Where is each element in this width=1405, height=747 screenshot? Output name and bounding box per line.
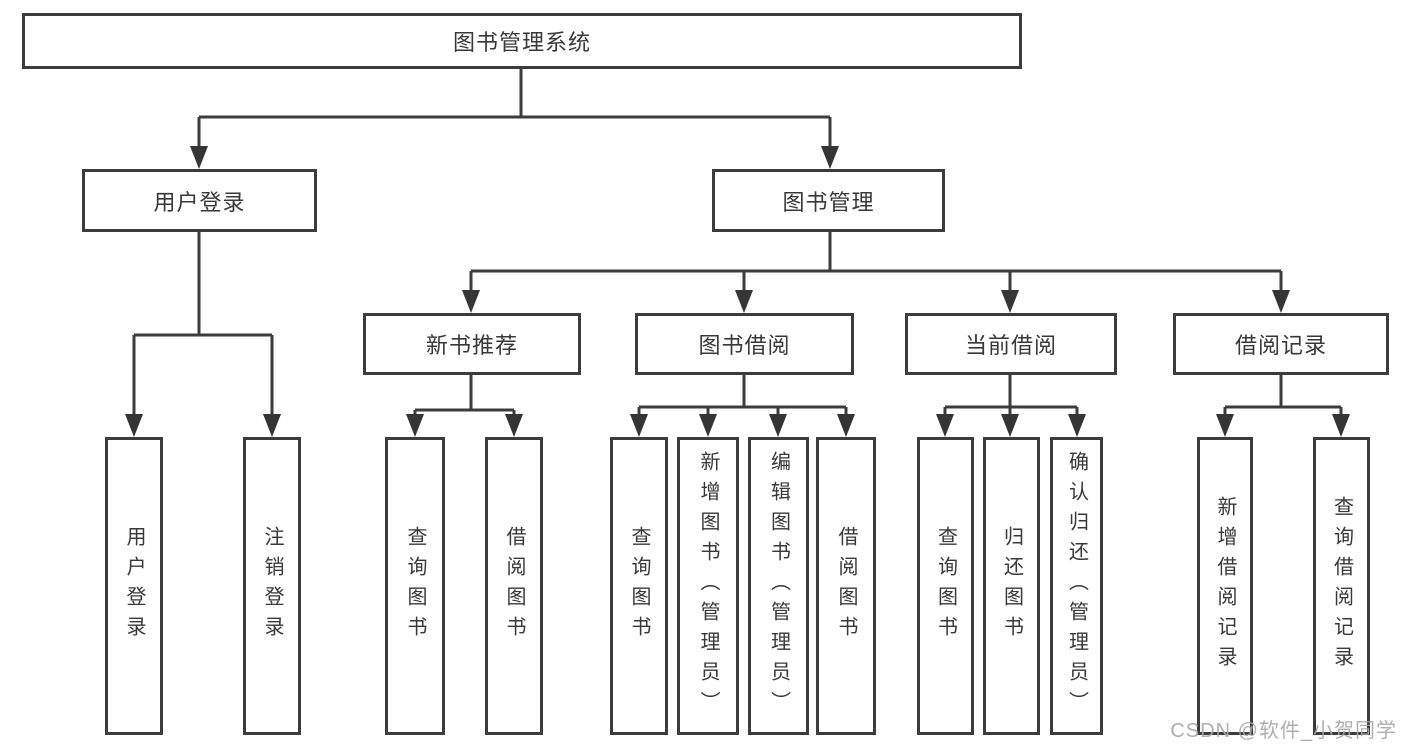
- leaf-add-books-admin: 新增图书（管理员）: [677, 437, 739, 735]
- leaf-return-books: 归还图书: [983, 437, 1040, 735]
- leaf-label: 确认归还（管理员）: [1065, 451, 1088, 721]
- leaf-label: 查询图书: [404, 526, 426, 646]
- node-label: 当前借阅: [964, 333, 1057, 358]
- node-book-management: 图书管理: [712, 169, 945, 232]
- leaf-label: 查询图书: [934, 526, 957, 646]
- leaf-label: 查询借阅记录: [1330, 496, 1353, 676]
- leaf-borrow-books-recommend: 借阅图书: [485, 437, 543, 735]
- node-label: 新书推荐: [425, 333, 518, 358]
- leaf-edit-books-admin: 编辑图书（管理员）: [748, 437, 809, 735]
- leaf-add-borrow-record: 新增借阅记录: [1197, 437, 1253, 735]
- node-label: 借阅记录: [1234, 333, 1327, 358]
- node-current-borrowing: 当前借阅: [905, 313, 1117, 375]
- watermark: CSDN @软件_小贺同学: [1170, 720, 1397, 742]
- leaf-borrow-books: 借阅图书: [816, 437, 876, 735]
- leaf-label: 归还图书: [1000, 526, 1023, 646]
- leaf-logout: 注销登录: [243, 437, 301, 735]
- node-label: 图书借阅: [698, 333, 791, 358]
- leaf-label: 编辑图书（管理员）: [767, 451, 790, 721]
- leaf-label: 查询图书: [628, 526, 650, 646]
- node-user-login: 用户登录: [82, 169, 317, 232]
- leaf-query-books-borrowing: 查询图书: [610, 437, 668, 735]
- leaf-confirm-return-admin: 确认归还（管理员）: [1050, 437, 1103, 735]
- leaf-query-borrow-record: 查询借阅记录: [1313, 437, 1370, 735]
- node-book-borrowing: 图书借阅: [635, 313, 854, 375]
- node-new-book-recommend: 新书推荐: [363, 313, 581, 375]
- node-label: 图书管理: [782, 189, 875, 215]
- leaf-query-books-recommend: 查询图书: [385, 437, 445, 735]
- node-root-system: 图书管理系统: [22, 13, 1022, 69]
- node-label: 用户登录: [153, 189, 246, 215]
- leaf-label: 新增图书（管理员）: [697, 451, 719, 721]
- node-label: 图书管理系统: [452, 30, 591, 55]
- leaf-label: 注销登录: [261, 526, 283, 646]
- leaf-label: 用户登录: [123, 526, 145, 646]
- node-borrowing-records: 借阅记录: [1173, 313, 1389, 375]
- leaf-user-login: 用户登录: [105, 437, 163, 735]
- leaf-label: 新增借阅记录: [1214, 496, 1236, 676]
- leaf-label: 借阅图书: [835, 526, 857, 646]
- leaf-query-books-current: 查询图书: [917, 437, 974, 735]
- leaf-label: 借阅图书: [503, 526, 525, 646]
